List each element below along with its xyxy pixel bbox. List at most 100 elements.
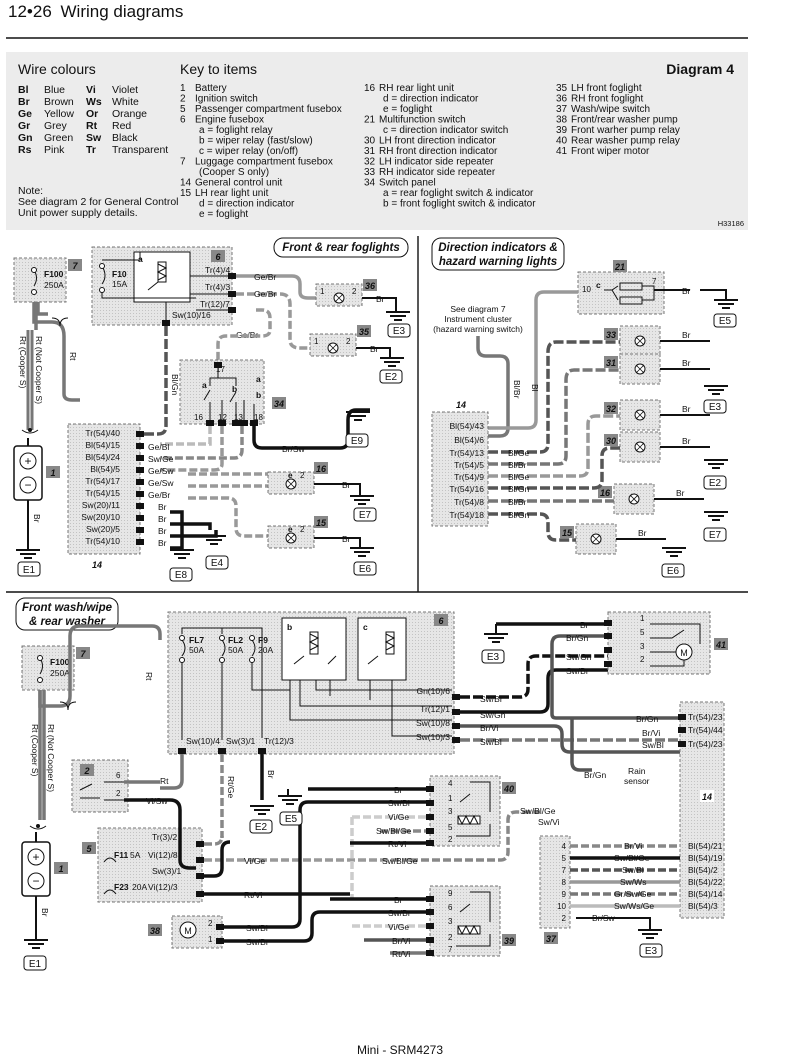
- svg-text:Tr(54)/18: Tr(54)/18: [449, 510, 484, 520]
- key-item-label: Front warher pump relay: [571, 125, 680, 136]
- svg-text:20A: 20A: [132, 882, 147, 892]
- svg-text:Sw/Br: Sw/Br: [246, 937, 269, 947]
- svg-text:Vi/Ge: Vi/Ge: [244, 856, 265, 866]
- item-number-badge: [604, 402, 618, 414]
- svg-text:37: 37: [546, 934, 557, 944]
- svg-text:50A: 50A: [228, 645, 243, 655]
- svg-text:Tr(54)/23: Tr(54)/23: [688, 739, 723, 749]
- svg-text:Rt/Vi: Rt/Vi: [244, 890, 262, 900]
- svg-text:2: 2: [116, 789, 121, 798]
- key-item-label: e = foglight: [199, 209, 248, 220]
- svg-text:Bl(54)/19: Bl(54)/19: [688, 853, 723, 863]
- svg-text:5: 5: [448, 823, 453, 832]
- svg-text:Sw: Sw: [86, 132, 102, 144]
- svg-text:Blue: Blue: [44, 84, 65, 96]
- svg-text:1: 1: [50, 468, 55, 478]
- indicator-wires: [488, 340, 620, 542]
- svg-text:6: 6: [448, 903, 453, 912]
- svg-text:Pink: Pink: [44, 144, 65, 156]
- svg-text:9: 9: [448, 889, 453, 898]
- key-item-number: 7: [180, 157, 186, 168]
- svg-text:E9: E9: [351, 436, 364, 447]
- svg-text:1: 1: [58, 864, 63, 874]
- svg-text:7: 7: [652, 277, 657, 286]
- svg-text:2: 2: [448, 835, 453, 844]
- svg-text:15: 15: [316, 518, 327, 528]
- svg-text:Bl(54)/43: Bl(54)/43: [450, 421, 485, 431]
- key-item-label: LH rear light unit: [195, 188, 269, 199]
- svg-text:Bl(54)/15: Bl(54)/15: [86, 440, 121, 450]
- svg-text:FL2: FL2: [228, 635, 243, 645]
- svg-text:E3: E3: [487, 652, 500, 663]
- svg-text:16: 16: [194, 413, 203, 422]
- svg-text:Sw/Ws: Sw/Ws: [620, 877, 646, 887]
- key-item-label: c = direction indicator switch: [383, 125, 508, 136]
- key-item-number: 37: [556, 104, 568, 115]
- svg-text:Tr(3)/2: Tr(3)/2: [152, 832, 177, 842]
- indicators-diagram: Direction indicators & hazard warning li…: [431, 237, 738, 578]
- item-number: 33: [606, 330, 616, 340]
- svg-text:6: 6: [116, 771, 121, 780]
- key-item-number: 21: [364, 115, 376, 126]
- svg-text:Bl/Gn: Bl/Gn: [508, 510, 530, 520]
- svg-text:1: 1: [320, 287, 325, 296]
- svg-text:Vi/Ge: Vi/Ge: [388, 812, 409, 822]
- svg-text:Tr(54)/9: Tr(54)/9: [454, 472, 484, 482]
- svg-text:Tr(12)/1: Tr(12)/1: [420, 704, 450, 714]
- svg-text:Br: Br: [376, 294, 385, 304]
- svg-text:Ge/Br: Ge/Br: [148, 490, 170, 500]
- key-item-number: 15: [180, 188, 192, 199]
- svg-text:Bl/Br: Bl/Br: [512, 380, 522, 399]
- svg-text:8: 8: [562, 878, 567, 887]
- svg-text:Br: Br: [158, 526, 167, 536]
- svg-text:a: a: [202, 380, 207, 390]
- svg-text:Brown: Brown: [44, 96, 74, 108]
- key-item-number: 2: [180, 94, 186, 105]
- lamp-filament-icon: [591, 534, 601, 544]
- key-item-label: Front wiper motor: [571, 146, 650, 157]
- key-item-label: LH front direction indicator: [379, 136, 496, 147]
- svg-text:sensor: sensor: [624, 776, 650, 786]
- svg-text:Br: Br: [266, 770, 276, 779]
- signal-wire: [488, 340, 620, 454]
- svg-text:21: 21: [614, 262, 625, 272]
- svg-text:12: 12: [218, 413, 227, 422]
- key-item-label: Passenger compartment fusebox: [195, 104, 342, 115]
- note-line-1: Note:: [18, 185, 43, 197]
- svg-text:Br: Br: [158, 514, 167, 524]
- svg-text:Tr(54)/15: Tr(54)/15: [85, 488, 120, 498]
- svg-text:Bl/Gn: Bl/Gn: [508, 484, 530, 494]
- svg-text:E8: E8: [175, 570, 188, 581]
- svg-text:Rt (Not Cooper S): Rt (Not Cooper S): [46, 724, 56, 792]
- foglights-diagram: Front & rear foglights 7 F100 250A Rt Rt…: [13, 237, 411, 582]
- item-number: 32: [606, 404, 616, 414]
- wash-wipe-diagram: Front wash/wipe & rear washer 7 F100 250…: [15, 597, 728, 971]
- key-item-label: RH front foglight: [571, 94, 643, 105]
- svg-text:E6: E6: [359, 564, 372, 575]
- svg-text:Tr(54)/40: Tr(54)/40: [85, 428, 120, 438]
- svg-text:1: 1: [640, 614, 645, 623]
- svg-text:Vi(12)/8: Vi(12)/8: [148, 850, 178, 860]
- svg-text:Tr(54)/23: Tr(54)/23: [688, 712, 723, 722]
- svg-text:Sw/Gn: Sw/Gn: [480, 710, 506, 720]
- key-item-label: a = rear foglight switch & indicator: [383, 188, 534, 199]
- svg-text:+: +: [32, 850, 39, 864]
- svg-text:Sw(10)/4: Sw(10)/4: [186, 736, 220, 746]
- svg-text:Br/Vi: Br/Vi: [624, 841, 642, 851]
- key-item-number: 33: [364, 167, 376, 178]
- svg-text:Sw(10)/8: Sw(10)/8: [416, 718, 450, 728]
- svg-text:Rt (Cooper S): Rt (Cooper S): [30, 724, 40, 777]
- svg-text:38: 38: [150, 926, 160, 936]
- svg-text:Br: Br: [158, 502, 167, 512]
- svg-text:E7: E7: [709, 530, 722, 541]
- svg-text:Sw/Br: Sw/Br: [480, 694, 503, 704]
- svg-text:3: 3: [448, 807, 453, 816]
- svg-text:Sw/Bl: Sw/Bl: [642, 740, 664, 750]
- svg-text:Bl/Ge: Bl/Ge: [508, 472, 530, 482]
- svg-text:Br/Sw: Br/Sw: [282, 444, 306, 454]
- key-item-number: 14: [180, 178, 192, 189]
- wire-colour-label: Br: [682, 404, 691, 414]
- svg-text:F10: F10: [112, 269, 127, 279]
- svg-text:Bl(54)/24: Bl(54)/24: [86, 452, 121, 462]
